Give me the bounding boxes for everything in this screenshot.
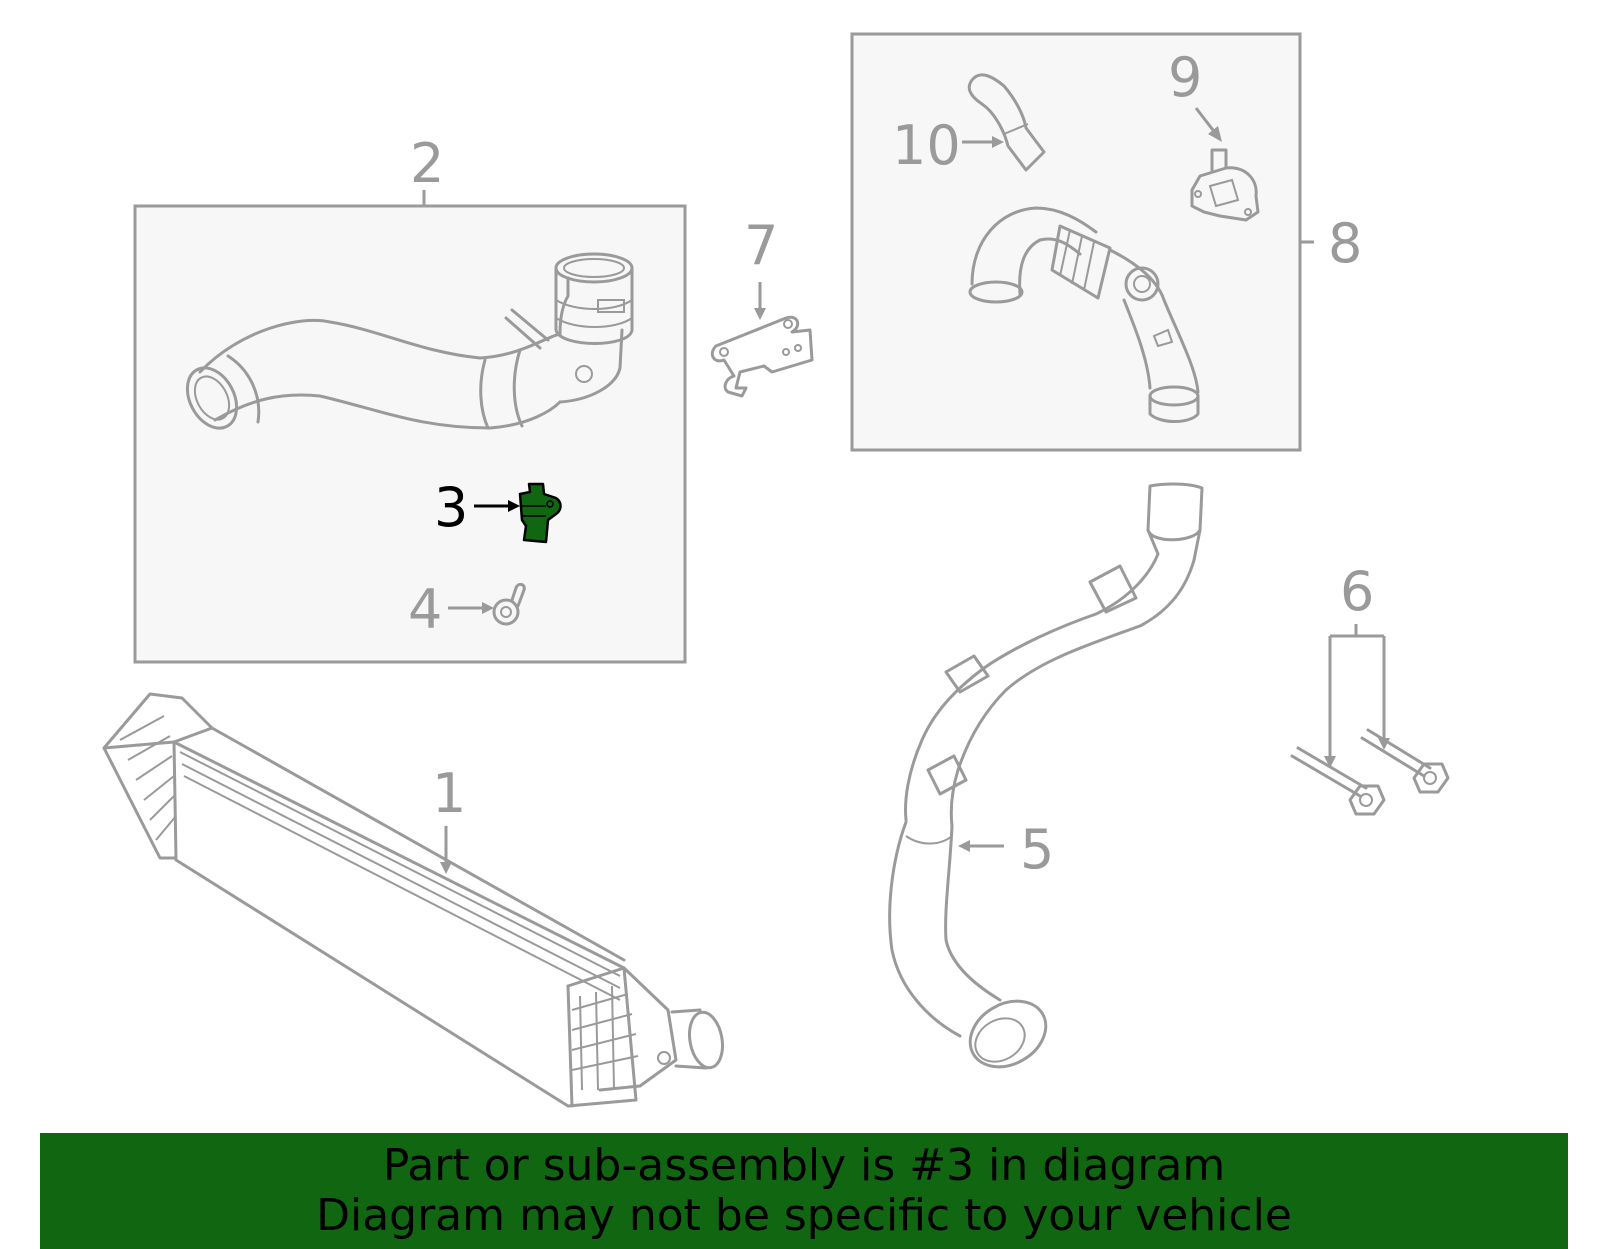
part-1-intercooler <box>102 692 724 1108</box>
callout-5[interactable]: 5 <box>1020 818 1054 881</box>
callout-3[interactable]: 3 <box>434 476 468 539</box>
callout-10[interactable]: 10 <box>892 114 961 177</box>
part-3-sensor[interactable] <box>518 482 562 544</box>
part-4-screw <box>492 582 526 626</box>
callout-4[interactable]: 4 <box>408 578 442 641</box>
callout-2[interactable]: 2 <box>410 132 444 195</box>
callout-1[interactable]: 1 <box>432 762 466 825</box>
banner-line-2: Diagram may not be specific to your vehi… <box>316 1190 1292 1241</box>
callout-8[interactable]: 8 <box>1328 212 1362 275</box>
part-8-pipe <box>968 206 1200 423</box>
part-10-hose <box>967 73 1046 172</box>
info-banner: Part or sub-assembly is #3 in diagram Di… <box>40 1133 1568 1249</box>
part-7-bracket <box>710 315 814 398</box>
part-5-pipe <box>888 482 1204 1069</box>
part-9-sensor <box>1190 148 1260 222</box>
callout-9[interactable]: 9 <box>1168 46 1202 109</box>
part-6-bolts <box>1290 728 1450 816</box>
part-2-hose <box>185 252 634 430</box>
banner-line-1: Part or sub-assembly is #3 in diagram <box>382 1140 1226 1191</box>
callout-6[interactable]: 6 <box>1340 560 1374 623</box>
assembly-8-panel <box>850 32 1302 452</box>
callout-7[interactable]: 7 <box>744 214 778 277</box>
